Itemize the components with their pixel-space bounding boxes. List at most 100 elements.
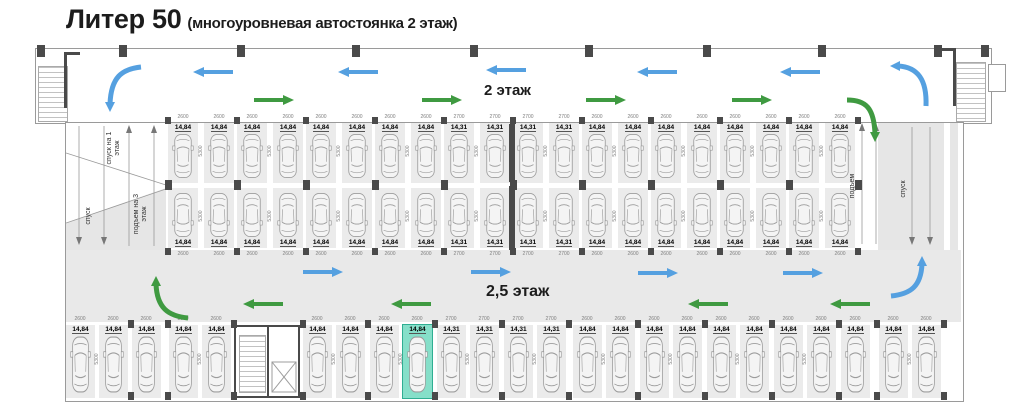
parking-space[interactable]: 14,84 <box>687 188 717 248</box>
parking-space[interactable]: 14,31 <box>444 188 474 248</box>
parking-space[interactable]: 14,84 <box>825 188 855 248</box>
column <box>702 320 708 328</box>
parking-space[interactable]: 14,84 <box>756 188 786 248</box>
parking-space[interactable]: 14,84 <box>66 325 95 398</box>
parking-space[interactable]: 14,84 <box>789 188 819 248</box>
car-icon <box>172 192 194 237</box>
arrowhead <box>780 67 791 77</box>
space-area-label: 14,84 <box>746 326 763 335</box>
parking-space[interactable]: 14,84 <box>411 123 441 183</box>
parking-space[interactable]: 14,31 <box>513 123 543 183</box>
parking-space[interactable]: 14,31 <box>537 325 566 398</box>
space-area-label: 14,84 <box>381 124 399 133</box>
column <box>874 392 880 400</box>
parking-space[interactable]: 14,84 <box>303 325 332 398</box>
parking-space[interactable]: 14,84 <box>640 325 669 398</box>
parking-space[interactable]: 14,31 <box>480 188 510 248</box>
column <box>365 320 371 328</box>
car-icon <box>484 192 506 237</box>
parking-space[interactable]: 14,84 <box>707 325 736 398</box>
car-icon <box>553 192 575 237</box>
parking-space-selected[interactable]: 14,84 <box>402 324 433 399</box>
parking-space[interactable]: 14,84 <box>673 325 702 398</box>
arrowhead <box>667 268 678 278</box>
parking-space[interactable]: 14,84 <box>411 188 441 248</box>
parking-space[interactable]: 14,84 <box>651 188 681 248</box>
car-icon <box>407 336 428 393</box>
column <box>119 45 127 57</box>
parking-space[interactable]: 14,84 <box>618 123 648 183</box>
space-area-label: 14,84 <box>762 238 780 247</box>
parking-space[interactable]: 14,84 <box>132 325 161 398</box>
parking-space[interactable]: 14,84 <box>720 188 750 248</box>
parking-space[interactable]: 14,84 <box>99 325 128 398</box>
parking-space[interactable]: 14,31 <box>470 325 499 398</box>
car-icon <box>484 134 506 179</box>
space-area-label: 14,84 <box>312 124 330 133</box>
parking-space[interactable]: 14,84 <box>273 123 303 183</box>
parking-space[interactable]: 14,84 <box>879 325 908 398</box>
parking-space[interactable]: 14,84 <box>789 123 819 183</box>
parking-space[interactable]: 14,84 <box>342 123 372 183</box>
parking-space[interactable]: 14,84 <box>774 325 803 398</box>
parking-space[interactable]: 14,84 <box>204 188 234 248</box>
column <box>769 392 775 400</box>
flow-arrow-left <box>486 65 526 75</box>
parking-space[interactable]: 14,84 <box>375 123 405 183</box>
parking-space[interactable]: 14,84 <box>756 123 786 183</box>
parking-space[interactable]: 14,84 <box>204 123 234 183</box>
parking-space[interactable]: 14,84 <box>168 188 198 248</box>
parking-space[interactable]: 14,84 <box>342 188 372 248</box>
parking-space[interactable]: 14,84 <box>306 188 336 248</box>
dimension-label: 2600 <box>140 316 152 322</box>
parking-space[interactable]: 14,84 <box>841 325 870 398</box>
parking-space[interactable]: 14,84 <box>237 188 267 248</box>
parking-space[interactable]: 14,84 <box>202 325 231 398</box>
parking-space[interactable]: 14,31 <box>480 123 510 183</box>
parking-space[interactable]: 14,84 <box>720 123 750 183</box>
parking-space[interactable]: 14,31 <box>444 123 474 183</box>
parking-space[interactable]: 14,84 <box>306 123 336 183</box>
parking-space[interactable]: 14,31 <box>437 325 466 398</box>
dimension-label: 2600 <box>648 316 660 322</box>
parking-space[interactable]: 14,84 <box>582 188 612 248</box>
arrowhead <box>338 67 349 77</box>
car-icon <box>691 192 713 237</box>
parking-space[interactable]: 14,84 <box>618 188 648 248</box>
parking-space[interactable]: 14,84 <box>375 188 405 248</box>
parking-space[interactable]: 14,84 <box>370 325 399 398</box>
parking-space[interactable]: 14,84 <box>169 325 198 398</box>
parking-space[interactable]: 14,84 <box>606 325 635 398</box>
arrow-shaft <box>783 270 812 276</box>
parking-space[interactable]: 14,84 <box>651 123 681 183</box>
parking-space[interactable]: 14,84 <box>825 123 855 183</box>
space-area-label: 14,84 <box>918 326 935 335</box>
parking-space[interactable]: 14,84 <box>807 325 836 398</box>
column <box>231 392 237 400</box>
parking-space[interactable]: 14,84 <box>573 325 602 398</box>
parking-space[interactable]: 14,84 <box>336 325 365 398</box>
parking-space[interactable]: 14,31 <box>549 188 579 248</box>
flow-arrow-left <box>193 67 233 77</box>
parking-space[interactable]: 14,84 <box>740 325 769 398</box>
car-icon <box>206 336 227 393</box>
parking-space[interactable]: 14,84 <box>273 188 303 248</box>
parking-space[interactable]: 14,84 <box>912 325 941 398</box>
space-area-label: 14,31 <box>543 326 560 335</box>
parking-space[interactable]: 14,31 <box>513 188 543 248</box>
parking-space[interactable]: 14,31 <box>549 123 579 183</box>
car-icon <box>724 134 746 179</box>
parking-space[interactable]: 14,84 <box>168 123 198 183</box>
parking-space[interactable]: 14,84 <box>237 123 267 183</box>
staircase-top-right <box>956 62 986 122</box>
depth-dimension-label: 5300 <box>543 210 549 222</box>
dimension-label: 2600 <box>107 316 119 322</box>
flow-arrow-curve <box>888 252 932 304</box>
parking-space[interactable]: 14,84 <box>582 123 612 183</box>
parking-space[interactable]: 14,31 <box>504 325 533 398</box>
parking-space[interactable]: 14,84 <box>687 123 717 183</box>
space-area-label: 14,84 <box>174 124 192 133</box>
space-area-label: 14,31 <box>486 238 504 247</box>
arrow-shaft <box>497 67 526 73</box>
